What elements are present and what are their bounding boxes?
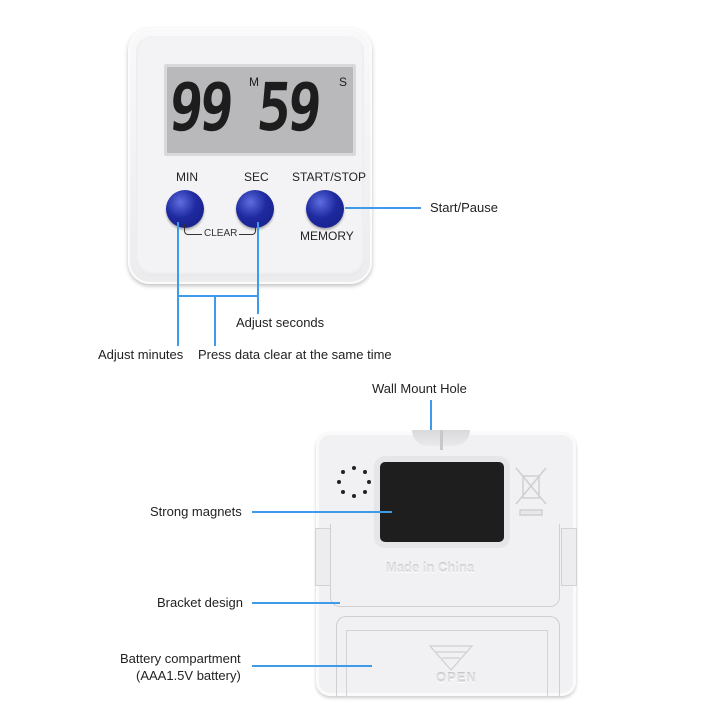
label-press-clear: Press data clear at the same time <box>198 347 392 362</box>
label-battery-line1: Battery compartment <box>120 651 241 666</box>
battery-cover[interactable] <box>346 630 548 697</box>
recycle-bin-crossed-icon <box>515 467 547 516</box>
label-start-pause: Start/Pause <box>430 200 498 215</box>
min-button[interactable] <box>166 190 204 228</box>
display-seconds: 59 <box>254 69 322 146</box>
magnet-plate <box>380 462 504 542</box>
open-arrow-icon <box>428 645 474 671</box>
sec-button[interactable] <box>236 190 274 228</box>
lcd-display: 99 M 59 S <box>164 64 356 156</box>
label-strong-magnets: Strong magnets <box>150 504 242 519</box>
callout-line-clear-bar <box>177 295 259 297</box>
bracket-tab-right <box>561 528 577 586</box>
display-minutes: 99 <box>166 69 234 146</box>
wall-mount-slit <box>440 430 443 450</box>
bracket-stand <box>330 524 560 607</box>
callout-line-min <box>177 222 179 346</box>
start-stop-button[interactable] <box>306 190 344 228</box>
open-label: OPEN <box>436 670 477 685</box>
callout-line-start-pause <box>345 207 421 209</box>
label-bracket-design: Bracket design <box>157 595 243 610</box>
callout-line-bracket <box>252 602 340 604</box>
bracket-tab-left <box>315 528 331 586</box>
label-wall-mount: Wall Mount Hole <box>372 381 467 396</box>
callout-line-clear <box>214 295 216 346</box>
min-label: MIN <box>176 170 198 184</box>
sec-label: SEC <box>244 170 269 184</box>
callout-line-battery <box>252 665 372 667</box>
callout-line-magnets <box>252 511 392 513</box>
clear-label: CLEAR <box>202 228 240 239</box>
timer-back: Made in China OPEN <box>315 430 577 697</box>
battery-compartment <box>336 616 560 697</box>
label-adjust-minutes: Adjust minutes <box>98 347 184 362</box>
memory-label: MEMORY <box>300 229 354 243</box>
second-unit: S <box>339 75 348 89</box>
callout-line-sec <box>257 222 259 314</box>
label-battery-line2: (AAA1.5V battery) <box>136 668 241 683</box>
timer-front: 99 M 59 S MIN SEC START/STOP CLEAR MEMOR… <box>128 28 372 284</box>
minute-unit: M <box>249 75 259 89</box>
label-adjust-seconds: Adjust seconds <box>236 315 325 330</box>
callout-line-wall-mount <box>430 400 432 442</box>
start-stop-label: START/STOP <box>292 170 367 184</box>
made-in-label: Made in China <box>386 560 475 575</box>
